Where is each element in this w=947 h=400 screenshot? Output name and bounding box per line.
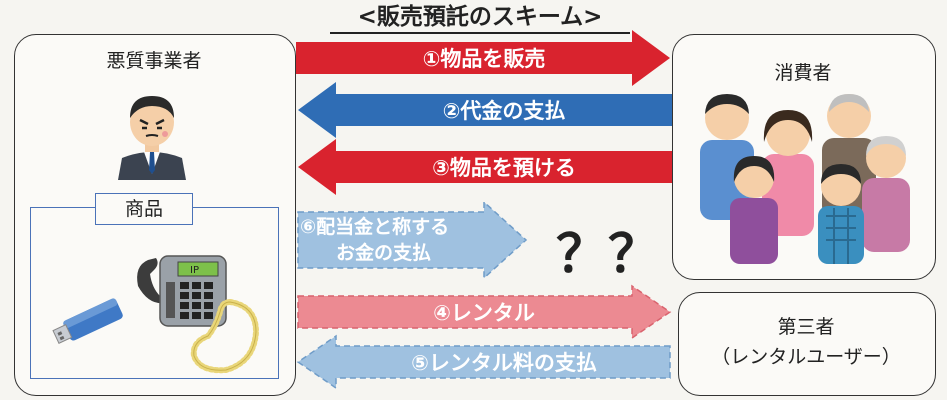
necklace-icon [186,296,270,380]
arrow-rental-fee-label: ⑤レンタル料の支払 [411,351,597,375]
svg-text:IP: IP [190,265,199,276]
third-party-line1: 第三者 [777,316,835,338]
arrow-payment-label: ②代金の支払 [442,99,566,123]
seller-label: 悪質事業者 [106,50,202,72]
diagram-title: <販売預託のスキーム> [330,2,630,34]
arrow-rental: ④レンタル [296,284,672,340]
businessman-icon [112,88,192,184]
arrow-deposit-goods: ③物品を預ける [296,138,672,196]
telephone-icon: IP [130,248,230,332]
arrow-dividend-line2: お金の支払 [336,242,432,264]
arrow-rental-label: ④レンタル [433,301,535,325]
product-label: 商品 [95,193,193,225]
usb-stick-icon [50,290,130,354]
arrow-rental-fee: ⑤レンタル料の支払 [296,334,672,390]
arrow-dividend-label: ⑥配当金と称する お金の支払 [300,214,490,266]
arrow-dividend-line1: ⑥配当金と称する [300,216,450,238]
family-group-icon [696,86,916,270]
third-party-box [678,292,936,396]
question-mark-1: ？ [556,225,609,285]
arrow-dividend-payment: ⑥配当金と称する お金の支払 [296,200,528,280]
third-party-line2: （レンタルユーザー） [711,346,901,368]
arrow-payment: ②代金の支払 [296,82,672,138]
arrow-sell-goods: ①物品を販売 [296,28,672,88]
arrow-sell-goods-label: ①物品を販売 [422,47,546,71]
arrow-deposit-goods-label: ③物品を預ける [432,156,576,180]
third-party-label: 第三者 （レンタルユーザー） [678,312,934,372]
question-mark-2: ？ [608,225,661,285]
consumer-label: 消費者 [774,62,832,84]
